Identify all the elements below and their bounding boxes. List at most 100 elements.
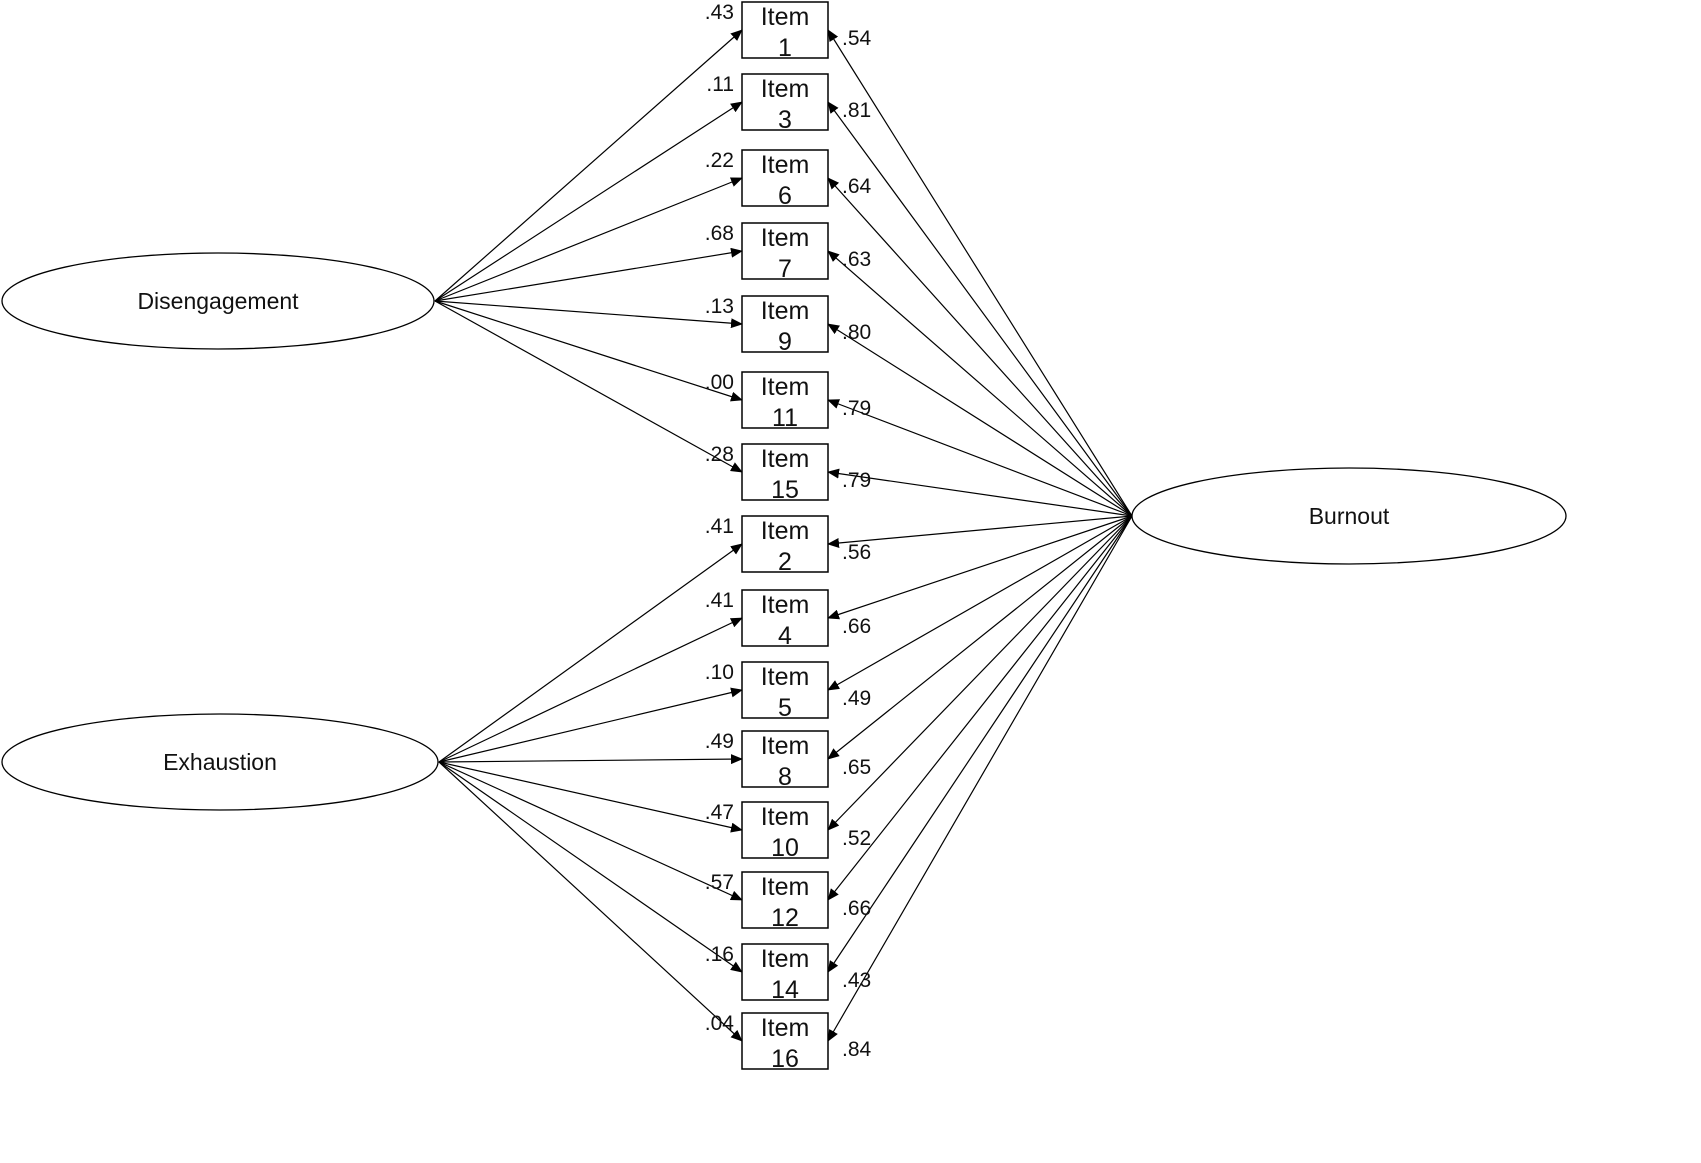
- item-12-burnout-loading: .66: [842, 897, 871, 920]
- item-8-prefix: Item: [761, 732, 810, 760]
- burnout-to-item-11-path: [827, 399, 1133, 517]
- item-3-prefix: Item: [761, 75, 810, 103]
- item-11-number: 11: [772, 404, 798, 432]
- burnout-to-item-16-path: [827, 515, 1133, 1042]
- item-15-burnout-loading: .79: [842, 469, 871, 492]
- item-9-number: 9: [778, 328, 792, 356]
- item-7-burnout-loading: .63: [842, 248, 871, 271]
- item-1-specific-loading: .43: [705, 1, 734, 24]
- burnout-to-item-2-path: [827, 515, 1133, 548]
- item-16-prefix: Item: [761, 1014, 810, 1042]
- item-10-prefix: Item: [761, 803, 810, 831]
- item-11-burnout-loading: .79: [842, 397, 871, 420]
- disengagement-to-item-1-path: [434, 29, 743, 302]
- item-16-number: 16: [771, 1045, 799, 1073]
- exhaustion-factor-label: Exhaustion: [163, 749, 277, 775]
- item-4-box: [741, 589, 829, 647]
- disengagement-factor-ellipse: [1, 252, 435, 350]
- burnout-to-item-1-path: [827, 29, 1133, 517]
- item-1-box: [741, 1, 829, 59]
- item-8-burnout-loading: .65: [842, 756, 871, 779]
- item-11-prefix: Item: [761, 373, 810, 401]
- burnout-to-item-5-path: [827, 515, 1133, 691]
- burnout-to-item-8-path: [827, 515, 1133, 760]
- item-8-number: 8: [778, 763, 792, 791]
- item-16-specific-loading: .04: [705, 1012, 735, 1035]
- item-11-box: [741, 371, 829, 429]
- item-12-number: 12: [771, 904, 799, 932]
- item-5-number: 5: [778, 694, 792, 722]
- item-14-prefix: Item: [761, 945, 810, 973]
- exhaustion-to-item-16-path: [438, 761, 743, 1042]
- item-10-number: 10: [771, 834, 799, 862]
- item-4-specific-loading: .41: [705, 589, 734, 612]
- burnout-factor-label: Burnout: [1309, 503, 1390, 529]
- burnout-to-item-7-path: [827, 250, 1133, 517]
- burnout-to-item-6-path: [827, 177, 1133, 517]
- item-9-prefix: Item: [761, 297, 810, 325]
- burnout-to-item-3-path: [827, 101, 1133, 517]
- item-8-box: [741, 730, 829, 788]
- exhaustion-to-item-5-path: [438, 687, 743, 763]
- item-6-number: 6: [778, 182, 792, 210]
- item-2-specific-loading: .41: [705, 515, 734, 538]
- burnout-factor-ellipse: [1131, 467, 1567, 565]
- item-3-burnout-loading: .81: [842, 99, 871, 122]
- item-15-box: [741, 443, 829, 501]
- item-9-box: [741, 295, 829, 353]
- item-9-specific-loading: .13: [705, 295, 734, 318]
- item-12-specific-loading: .57: [705, 871, 734, 894]
- burnout-to-item-4-path: [827, 515, 1133, 620]
- exhaustion-to-item-8-path: [438, 754, 743, 765]
- item-2-burnout-loading: .56: [842, 541, 871, 564]
- item-1-prefix: Item: [761, 3, 810, 31]
- item-5-prefix: Item: [761, 663, 810, 691]
- item-2-box: [741, 515, 829, 573]
- burnout-to-item-9-path: [827, 323, 1133, 517]
- item-1-number: 1: [778, 34, 792, 62]
- shapes-layer: DisengagementExhaustionBurnoutItem1Item3…: [1, 1, 1567, 1073]
- disengagement-to-item-6-path: [434, 177, 743, 302]
- disengagement-to-item-15-path: [434, 300, 743, 473]
- item-14-box: [741, 943, 829, 1001]
- item-8-specific-loading: .49: [705, 730, 734, 753]
- burnout-to-item-12-path: [827, 515, 1133, 901]
- item-3-number: 3: [778, 106, 792, 134]
- disengagement-to-item-11-path: [434, 300, 743, 402]
- exhaustion-to-item-12-path: [438, 761, 743, 901]
- item-7-box: [741, 222, 829, 280]
- item-10-box: [741, 801, 829, 859]
- paths-layer: [434, 29, 1133, 1042]
- item-12-box: [741, 871, 829, 929]
- item-5-box: [741, 661, 829, 719]
- item-9-burnout-loading: .80: [842, 321, 871, 344]
- item-16-burnout-loading: .84: [842, 1038, 872, 1061]
- burnout-to-item-10-path: [827, 515, 1133, 831]
- item-14-burnout-loading: .43: [842, 969, 871, 992]
- item-4-number: 4: [778, 622, 792, 650]
- burnout-to-item-14-path: [827, 515, 1133, 973]
- item-15-specific-loading: .28: [705, 443, 734, 466]
- item-6-prefix: Item: [761, 151, 810, 179]
- disengagement-to-item-9-path: [434, 300, 743, 329]
- item-14-number: 14: [771, 976, 799, 1004]
- item-5-specific-loading: .10: [705, 661, 734, 684]
- item-6-box: [741, 149, 829, 207]
- exhaustion-to-item-2-path: [438, 543, 743, 763]
- item-1-burnout-loading: .54: [842, 27, 872, 50]
- item-4-burnout-loading: .66: [842, 615, 871, 638]
- item-14-specific-loading: .16: [705, 943, 734, 966]
- item-2-number: 2: [778, 548, 792, 576]
- burnout-to-item-15-path: [827, 468, 1133, 517]
- disengagement-to-item-7-path: [434, 247, 743, 302]
- item-11-specific-loading: .00: [705, 371, 734, 394]
- item-15-number: 15: [771, 476, 799, 504]
- item-12-prefix: Item: [761, 873, 810, 901]
- exhaustion-to-item-4-path: [438, 617, 743, 763]
- exhaustion-factor-ellipse: [1, 713, 439, 811]
- item-3-box: [741, 73, 829, 131]
- item-10-specific-loading: .47: [705, 801, 734, 824]
- item-7-number: 7: [778, 255, 792, 283]
- item-5-burnout-loading: .49: [842, 687, 871, 710]
